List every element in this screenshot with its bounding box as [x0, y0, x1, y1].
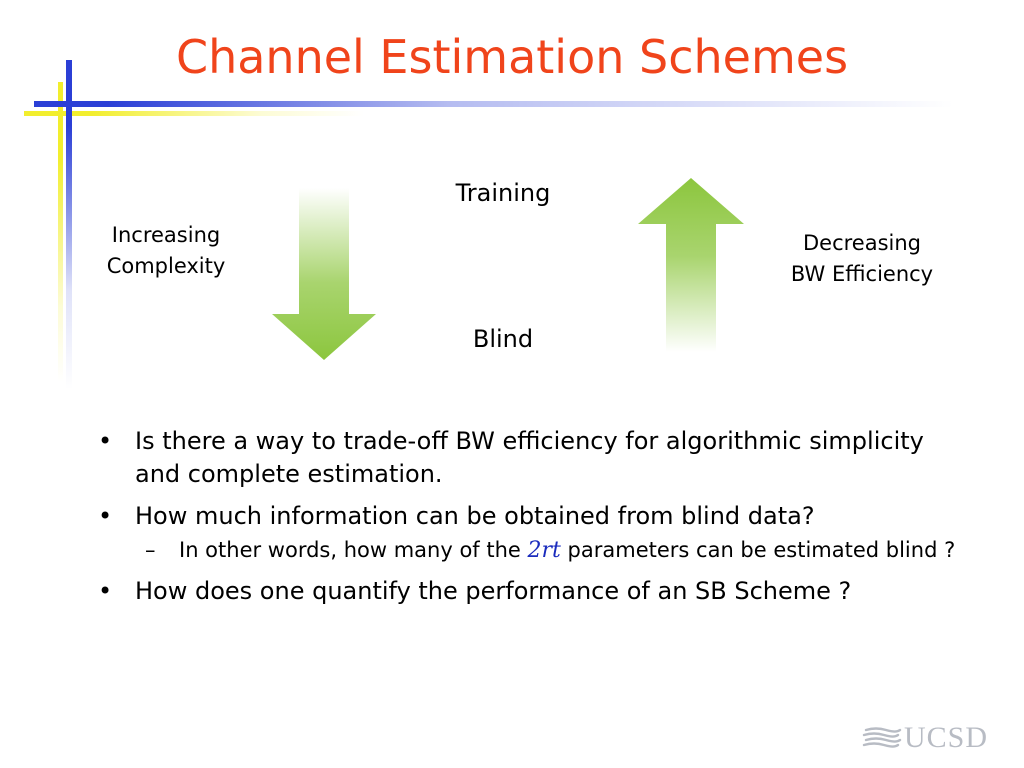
- down-arrow-icon: [272, 188, 376, 360]
- bullet-item-2-text: How much information can be obtained fro…: [135, 502, 815, 530]
- bullet-list: Is there a way to trade-off BW efficienc…: [96, 425, 976, 617]
- ucsd-logo: UCSD: [862, 721, 1004, 754]
- up-arrow-icon: [638, 178, 744, 352]
- bullet-item-1: Is there a way to trade-off BW efficienc…: [96, 425, 976, 491]
- right-label-line-1: Decreasing: [802, 231, 921, 255]
- frame-vertical-yellow-line: [58, 82, 63, 382]
- frame-horizontal-yellow-line: [24, 111, 364, 116]
- diagram-right-label: Decreasing BW Efficiency: [760, 228, 964, 290]
- left-label-line-2: Complexity: [106, 254, 226, 278]
- logo-text: UCSD: [904, 721, 989, 754]
- sub-bullet-item: In other words, how many of the 2rt para…: [135, 535, 976, 566]
- sub-bullet-list: In other words, how many of the 2rt para…: [135, 535, 976, 566]
- diagram-left-label: Increasing Complexity: [70, 220, 262, 282]
- slide-title: Channel Estimation Schemes: [175, 30, 849, 84]
- sub-bullet-text-after: parameters can be estimated blind ?: [560, 538, 956, 562]
- sub-bullet-text-before: In other words, how many of the: [179, 538, 528, 562]
- wave-lines-icon: [862, 727, 902, 748]
- bullet-item-3: How does one quantify the performance of…: [96, 575, 976, 608]
- math-expression: 2rt: [527, 538, 561, 563]
- right-label-line-2: BW Efficiency: [790, 262, 934, 286]
- left-label-line-1: Increasing: [111, 223, 221, 247]
- bullet-item-2: How much information can be obtained fro…: [96, 500, 976, 566]
- frame-vertical-blue-line: [66, 60, 72, 390]
- frame-horizontal-blue-line: [34, 101, 954, 107]
- diagram-top-label: Training: [455, 179, 551, 207]
- diagram-bottom-label: Blind: [472, 325, 534, 353]
